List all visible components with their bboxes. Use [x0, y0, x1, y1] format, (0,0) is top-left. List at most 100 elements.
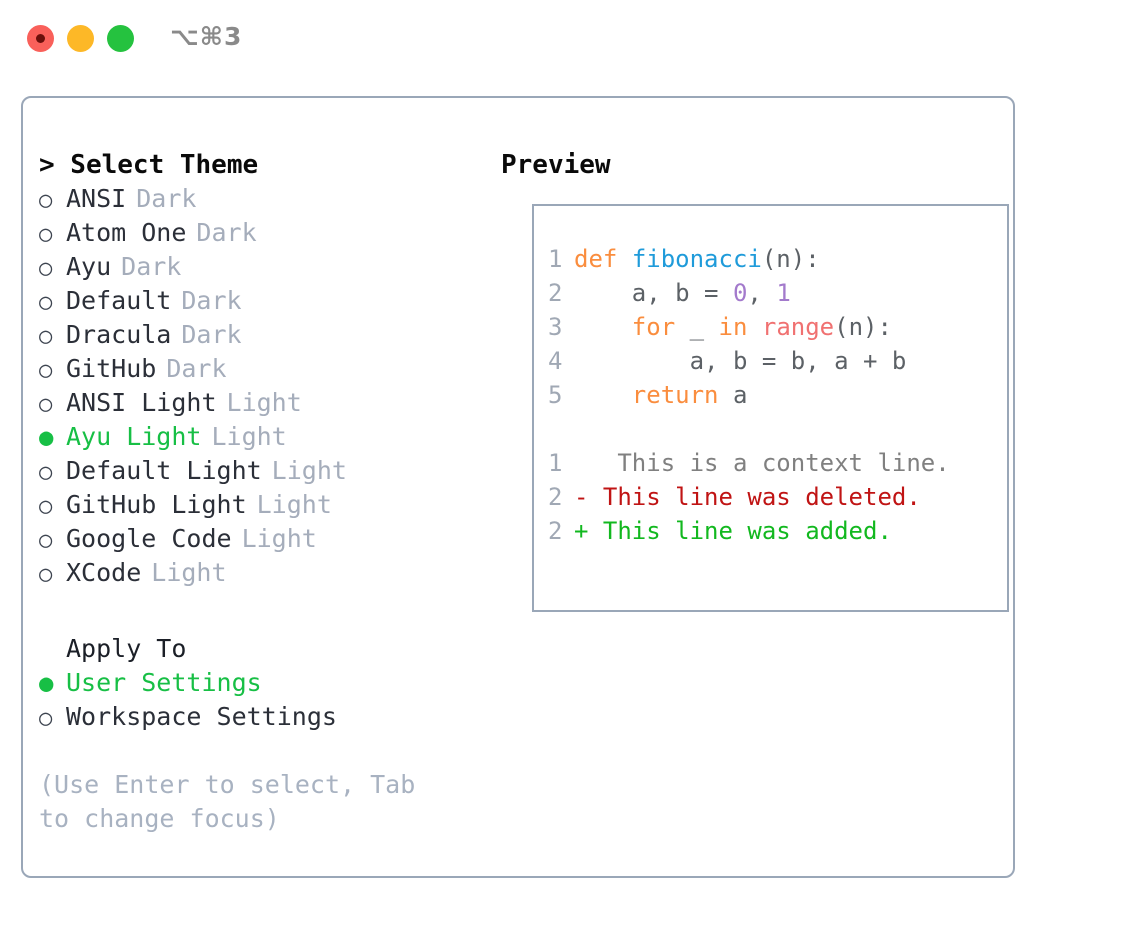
code-token: a, b =: [574, 279, 733, 307]
diff-line-text: This line was deleted.: [588, 483, 921, 511]
code-token: (n):: [761, 245, 820, 273]
code-token: a: [718, 381, 748, 409]
theme-option-label: Ayu: [66, 252, 112, 281]
theme-option-category: Dark: [121, 252, 182, 281]
diff-line-number: 2: [548, 517, 563, 545]
theme-option-label: Google Code: [66, 524, 232, 553]
theme-option-github[interactable]: ○ GitHub Dark: [39, 352, 499, 386]
theme-option-xcode[interactable]: ○ XCode Light: [39, 556, 499, 590]
diff-line-add: 2 + This line was added.: [548, 514, 950, 548]
radio-unselected-icon: ○: [39, 392, 53, 417]
code-line-number: 3: [548, 313, 563, 341]
close-button[interactable]: [27, 25, 54, 52]
code-line-number: 2: [548, 279, 563, 307]
window-controls: [27, 25, 134, 52]
theme-option-label: XCode: [66, 558, 142, 587]
theme-option-category: Light: [241, 524, 317, 553]
apply-to-heading-gutter: ○: [39, 634, 66, 668]
radio-unselected-icon: ○: [39, 562, 53, 587]
diff-line-del: 2- This line was deleted.: [548, 480, 950, 514]
code-token: a, b = b, a + b: [574, 347, 907, 375]
theme-option-category: Light: [211, 422, 287, 451]
radio-unselected-icon: ○: [39, 494, 53, 519]
theme-option-label: Atom One: [66, 218, 187, 247]
radio-unselected-icon: ○: [39, 222, 53, 247]
diff-marker: [574, 449, 588, 477]
code-token: _: [675, 313, 719, 341]
theme-option-category: Dark: [181, 320, 242, 349]
maximize-button[interactable]: [107, 25, 134, 52]
theme-option-category: Light: [271, 456, 347, 485]
radio-unselected-icon: ○: [39, 256, 53, 281]
diff-line-number: 2: [548, 483, 563, 511]
code-token: range: [761, 313, 835, 341]
theme-option-label: Default: [66, 286, 172, 315]
theme-option-category: Dark: [181, 286, 242, 315]
code-blank-line: [548, 412, 950, 446]
theme-option-category: Dark: [136, 184, 197, 213]
code-line-number: 4: [548, 347, 563, 375]
radio-unselected-icon: ○: [39, 188, 53, 213]
apply-to-option-list[interactable]: ● User Settings ○Workspace Settings: [39, 666, 499, 734]
theme-option-label: GitHub Light: [66, 490, 247, 519]
code-token: for: [631, 313, 676, 341]
theme-option-label: GitHub: [66, 354, 157, 383]
diff-line-ctx: 1 This is a context line.: [548, 446, 950, 480]
code-token: (n):: [834, 313, 892, 341]
diff-line-text: This line was added.: [588, 517, 892, 545]
radio-unselected-icon: ○: [39, 358, 53, 383]
code-line-number: 1: [548, 245, 563, 273]
apply-to-heading-label: Apply To: [66, 634, 187, 663]
code-token: 0: [732, 279, 748, 307]
theme-option-category: Light: [151, 558, 227, 587]
title-bar: ⌥⌘3: [0, 0, 1140, 78]
code-token: def: [574, 245, 618, 273]
code-line: 2 a, b = 0, 1: [548, 276, 950, 310]
minimize-button[interactable]: [67, 25, 94, 52]
code-token: return: [631, 381, 719, 409]
theme-option-label: ANSI Light: [66, 388, 217, 417]
preview-heading: Preview: [501, 150, 611, 180]
theme-option-label: Default Light: [66, 456, 262, 485]
theme-option-ayu[interactable]: ○ Ayu Dark: [39, 250, 499, 284]
theme-option-ansi[interactable]: ○ ANSI Dark: [39, 182, 499, 216]
radio-selected-icon: ●: [39, 669, 54, 697]
radio-unselected-icon: ○: [39, 460, 53, 485]
code-line-number: 5: [548, 381, 563, 409]
apply-to-heading: ○ Apply To: [39, 632, 499, 666]
theme-option-default-light[interactable]: ○ Default Light Light: [39, 454, 499, 488]
code-token: [574, 381, 632, 409]
code-line: 5 return a: [548, 378, 950, 412]
apply-to-option-workspace-settings[interactable]: ○Workspace Settings: [39, 700, 499, 734]
apply-to-option-user-settings[interactable]: ● User Settings: [39, 666, 499, 700]
select-theme-heading: > Select Theme: [39, 150, 259, 180]
diff-line-number: 1: [548, 449, 563, 477]
theme-option-label: Ayu Light: [66, 422, 202, 451]
theme-option-category: Dark: [166, 354, 227, 383]
theme-option-atom-one[interactable]: ○ Atom One Dark: [39, 216, 499, 250]
apply-to-option-label: Workspace Settings: [66, 702, 337, 731]
diff-marker: -: [574, 483, 589, 511]
code-line: 3 for _ in range(n):: [548, 310, 950, 344]
theme-option-category: Dark: [196, 218, 257, 247]
diff-marker: +: [574, 517, 589, 545]
radio-unselected-icon: ○: [39, 290, 53, 315]
diff-line-text: This is a context line.: [588, 449, 950, 477]
theme-option-label: ANSI: [66, 184, 127, 213]
code-line: 4 a, b = b, a + b: [548, 344, 950, 378]
theme-option-default[interactable]: ○ Default Dark: [39, 284, 499, 318]
theme-option-label: Dracula: [66, 320, 172, 349]
keyboard-hint: (Use Enter to select, Tab to change focu…: [39, 770, 416, 833]
apply-to-option-label: User Settings: [66, 668, 262, 697]
